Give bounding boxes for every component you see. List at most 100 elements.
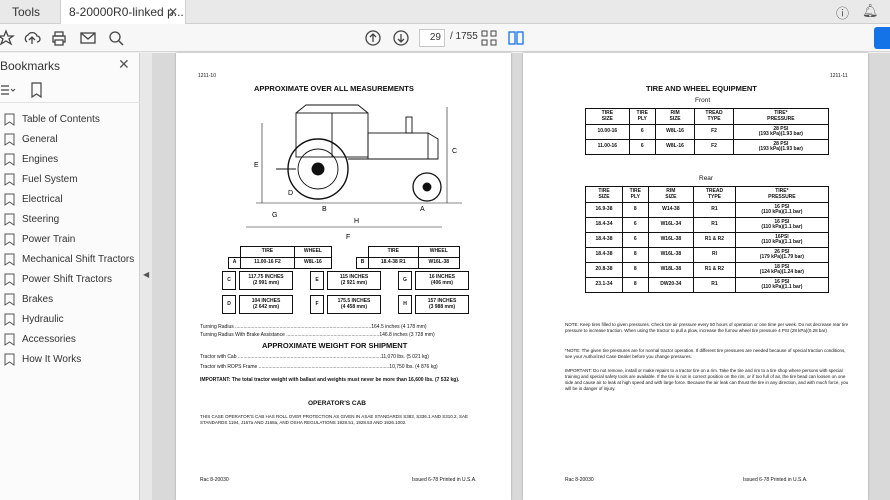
turning-radius: Turning Radius .........................…: [200, 324, 427, 330]
footer-right: Issued 6-78 Printed in U.S.A.: [743, 477, 808, 483]
dim-label-c: C: [452, 148, 457, 155]
bookmark-item[interactable]: Steering: [0, 210, 140, 230]
weight-cab: Tractor with Cab .......................…: [200, 354, 429, 360]
bookmarks-title: Bookmarks: [0, 59, 61, 73]
page-code: 1211-11: [830, 73, 848, 79]
panel-splitter[interactable]: [140, 53, 152, 500]
dim-label-g: G: [272, 212, 277, 219]
account-button[interactable]: [874, 27, 890, 49]
close-panel-icon[interactable]: ✕: [118, 56, 130, 72]
notifications-icon[interactable]: 🔔︎: [862, 3, 879, 18]
table-cell: F2: [694, 139, 734, 155]
table-cell: 6: [622, 232, 649, 248]
bookmark-icon: [4, 193, 15, 206]
bookmark-label: Brakes: [22, 294, 54, 305]
bookmark-item[interactable]: Accessories: [0, 330, 140, 350]
table-cell: W18L-38: [647, 262, 695, 278]
important-weight: IMPORTANT: The total tractor weight with…: [200, 377, 460, 383]
bookmark-item[interactable]: Fuel System: [0, 170, 140, 190]
bookmark-label: Accessories: [22, 334, 76, 345]
bookmark-label: Fuel System: [22, 174, 78, 185]
dimension-value: 104 INCHES (2 642 mm): [239, 295, 293, 314]
table-header: TREAD TYPE: [694, 108, 734, 125]
document-page-right: 1211-11 TIRE AND WHEEL EQUIPMENT Front T…: [523, 53, 868, 500]
table-cell: 8: [622, 277, 649, 293]
bookmark-label: Hydraulic: [22, 314, 64, 325]
document-page-left: 1211-10 APPROXIMATE OVER ALL MEASUREMENT…: [176, 53, 511, 500]
tab-tools[interactable]: Tools: [12, 5, 41, 19]
dimension-letter: E: [310, 271, 324, 290]
table-cell: 16PSI (110 kPa)(1.1 bar): [734, 232, 830, 248]
table-header: TIRE PLY: [622, 186, 649, 203]
tab-document[interactable]: 8-20000R0-linked p...: [60, 0, 186, 24]
turning-radius-brake: Turning Radius With Brake Assistance ...…: [200, 332, 435, 338]
bookmark-icon: [4, 273, 15, 286]
bookmark-icon: [4, 333, 15, 346]
bookmark-icon: [4, 233, 15, 246]
footer-right: Issued 6-78 Printed in U.S.A.: [412, 477, 477, 483]
bookmark-label: Mechanical Shift Tractors: [22, 254, 135, 265]
bookmark-icon: [4, 173, 15, 186]
bookmark-star-icon[interactable]: [0, 28, 16, 48]
bookmark-item[interactable]: Brakes: [0, 290, 140, 310]
rear-label: Rear: [699, 175, 714, 182]
table-cell: R1: [693, 217, 736, 233]
next-page-icon[interactable]: [391, 28, 411, 48]
bookmark-item[interactable]: Table of Contents: [0, 110, 140, 130]
close-tab-icon[interactable]: ✕: [168, 5, 179, 19]
previous-page-icon[interactable]: [363, 28, 383, 48]
table-cell: 16 PSI (110 kPa)(1.1 bar): [734, 202, 830, 218]
table-cell: F2: [694, 124, 734, 140]
table-cell: 8: [622, 202, 649, 218]
dimension-letter: H: [398, 295, 412, 314]
bookmark-options-icon[interactable]: [0, 83, 16, 97]
table-cell: 16.9-38: [584, 202, 624, 218]
print-icon[interactable]: [49, 28, 69, 48]
zoom-search-icon[interactable]: [106, 28, 126, 48]
table-cell: W16L-38: [417, 257, 461, 269]
table-cell: A: [228, 257, 241, 269]
table-header: TIRE SIZE: [584, 186, 624, 203]
upload-cloud-icon[interactable]: [22, 28, 42, 48]
dimension-value: 175.5 INCHES (4 458 mm): [327, 295, 381, 314]
collapse-panel-icon[interactable]: ◀: [143, 270, 150, 279]
table-cell: 28 PSI (193 kPa)(1.93 bar): [732, 139, 830, 155]
table-header: TIRE PLY: [628, 108, 656, 125]
bookmark-item[interactable]: General: [0, 130, 140, 150]
bookmark-item[interactable]: Electrical: [0, 190, 140, 210]
table-cell: 26 PSI (179 kPa)(1.79 bar): [734, 247, 830, 263]
table-cell: 18.4-34: [584, 217, 624, 233]
table-cell: 6: [622, 217, 649, 233]
bookmark-icon: [4, 133, 15, 146]
page-thumbnails-icon[interactable]: [479, 28, 499, 48]
bookmark-item[interactable]: Engines: [0, 150, 140, 170]
page-number-input[interactable]: 29: [419, 29, 445, 47]
cab-text: THIS CASE OPERATOR'S CAB HAS ROLL OVER P…: [200, 414, 469, 426]
bookmark-item[interactable]: Power Train: [0, 230, 140, 250]
toolbar: 29 / 1755: [0, 24, 890, 52]
dim-label-d: D: [288, 190, 293, 197]
bookmark-item[interactable]: Mechanical Shift Tractors: [0, 250, 140, 270]
table-cell: 8: [622, 247, 649, 263]
bookmark-icon: [4, 113, 15, 126]
bookmark-item[interactable]: How It Works: [0, 350, 140, 370]
table-cell: 11.00-16: [585, 139, 630, 155]
table-header: RIM SIZE: [654, 108, 696, 125]
email-icon[interactable]: [78, 28, 98, 48]
bookmark-icon: [4, 293, 15, 306]
bookmark-item[interactable]: Power Shift Tractors: [0, 270, 140, 290]
dimension-value: 117.75 INCHES (2 991 mm): [239, 271, 293, 290]
weight-rops: Tractor with ROPS Frame ................…: [200, 364, 438, 370]
bookmark-label: Power Train: [22, 234, 76, 245]
table-header: TIRE: [240, 246, 295, 258]
help-icon[interactable]: ⓘ: [836, 6, 850, 21]
dimension-value: 115 INCHES (2 921 mm): [327, 271, 381, 290]
add-bookmark-icon[interactable]: [30, 82, 44, 98]
two-page-view-icon[interactable]: [506, 28, 526, 48]
bookmark-item[interactable]: Hydraulic: [0, 310, 140, 330]
